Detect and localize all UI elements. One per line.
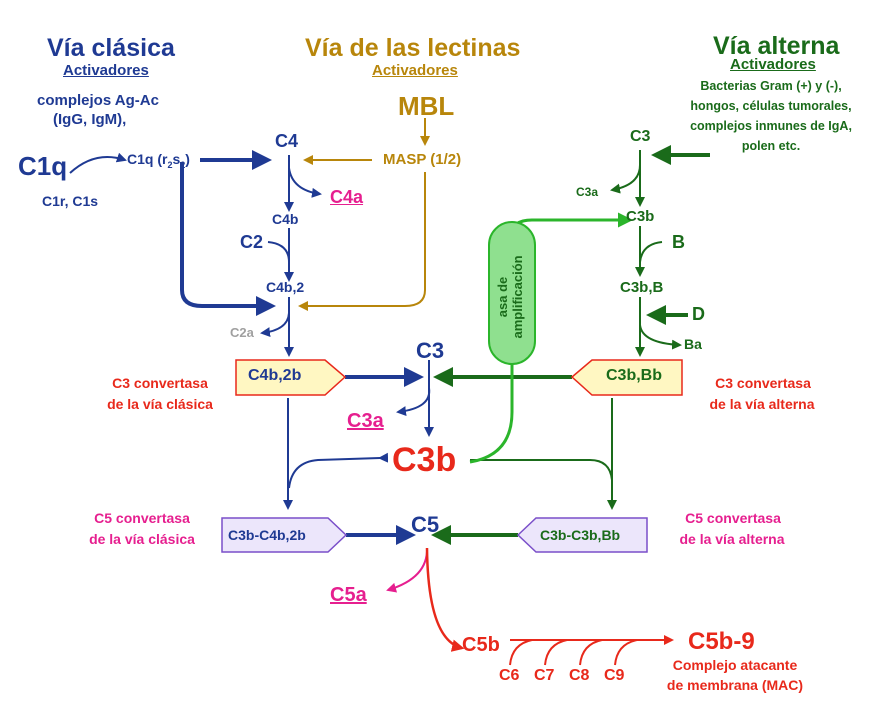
alternative-c5-convertase-line1: C5 convertasa: [685, 510, 781, 526]
classical-c3-convertase-line2: de la vía clásica: [107, 396, 213, 412]
c3a-release-arrow: [396, 387, 431, 417]
alternative-title: Vía alterna: [713, 32, 840, 60]
classical-c3-convertase-label: C4b,2b: [248, 367, 302, 384]
c8-join-arc: [579, 639, 603, 666]
alternative-activators-line3: complejos inmunes de IgA,: [690, 119, 852, 133]
c1q-complex-mid: s: [172, 151, 181, 167]
c3b-to-classical-c5-arrow: [288, 452, 389, 489]
c2-label: C2: [240, 232, 264, 252]
c2a-label: C2a: [230, 325, 254, 340]
c1q-activation-arrow: [69, 152, 127, 174]
ba-label: Ba: [684, 336, 702, 352]
alt-c3b-label: C3b: [626, 208, 655, 225]
c6-join-arc: [509, 639, 533, 666]
c4b2-label: C4b,2: [266, 279, 305, 295]
c6-label: C6: [499, 667, 520, 684]
c8-label: C8: [569, 667, 590, 684]
alternative-c5-convertase-box: [516, 517, 648, 553]
c3a-label: C3a: [347, 410, 384, 432]
c2-join-arrow: [267, 241, 290, 263]
alternative-c3-convertase-line2: de la vía alterna: [709, 396, 815, 412]
alternative-c3-convertase-box: [570, 359, 683, 396]
mbl-label: MBL: [398, 91, 455, 121]
c3bb-label: C3b,B: [620, 279, 664, 296]
alternative-c3-convertase-line1: C3 convertasa: [715, 375, 811, 391]
classical-activators-line2: (IgG, IgM),: [53, 111, 127, 128]
alt-c3-label: C3: [630, 128, 651, 145]
classical-activators-label: Activadores: [63, 62, 149, 79]
classical-c3-convertase-line1: C3 convertasa: [112, 375, 208, 391]
factor-b-join-arrow: [639, 241, 663, 263]
c9-label: C9: [604, 667, 625, 684]
classical-c5-convertase-line2: de la vía clásica: [89, 531, 195, 547]
c9-join-arc: [614, 639, 638, 666]
factor-b-label: B: [672, 232, 685, 252]
alt-c3a-release-arrow: [610, 164, 641, 194]
alternative-c5-convertase-label: C3b-C3b,Bb: [540, 527, 621, 543]
c5a-release-arrow: [386, 547, 429, 593]
alt-c3a-label: C3a: [576, 185, 599, 199]
c5a-label: C5a: [330, 584, 367, 606]
c1q-complex-main: C1q (r: [127, 151, 168, 167]
c5b-label: C5b: [462, 634, 500, 656]
c5-label: C5: [411, 512, 440, 537]
lectin-title: Vía de las lectinas: [305, 34, 521, 62]
c1q-to-convertase-arrow: [180, 162, 276, 316]
classical-activators-line1: complejos Ag-Ac: [37, 92, 159, 109]
masp-label: MASP (1/2): [383, 151, 462, 168]
c7-label: C7: [534, 667, 555, 684]
classical-title: Vía clásica: [47, 34, 175, 62]
alternative-activators-line1: Bacterias Gram (+) y (-),: [700, 79, 842, 93]
c1q-label: C1q: [18, 151, 68, 181]
c4-label: C4: [275, 131, 299, 151]
c1q-complex-label: C1q (r2s2): [127, 151, 190, 170]
c7-join-arc: [544, 639, 568, 666]
c3b-to-alternative-c5-arrow: [470, 459, 613, 481]
c1q-sub-r: 2: [167, 159, 173, 170]
mac-line2: de membrana (MAC): [666, 677, 804, 693]
alternative-activators-label: Activadores: [730, 56, 816, 73]
alternative-activators-line4: polen etc.: [741, 139, 801, 153]
classical-c3-convertase-box: [235, 359, 347, 396]
c5-to-c5b-arrow: [425, 547, 465, 652]
classical-c5-convertase-box: [221, 517, 348, 553]
masp-to-convertase-arrow: [298, 172, 426, 311]
c5b9-label: C5b-9: [688, 628, 755, 655]
c4a-release-arrow: [288, 167, 322, 198]
amplification-loop-capsule: [488, 221, 536, 365]
lectin-activators-label: Activadores: [372, 62, 458, 79]
c3b-label: C3b: [392, 441, 457, 479]
ba-release-arrow: [639, 324, 682, 350]
mac-line1: Complejo atacante: [672, 657, 798, 673]
c1r-c1s-label: C1r, C1s: [42, 193, 99, 209]
alternative-c3-convertase-label: C3b,Bb: [606, 367, 662, 384]
amplification-line2: amplificación: [510, 255, 525, 339]
c2a-release-arrow: [260, 312, 290, 338]
factor-d-label: D: [692, 304, 705, 324]
alternative-c5-convertase-line2: de la vía alterna: [679, 531, 785, 547]
alternative-activators-line2: hongos, células tumorales,: [690, 99, 852, 113]
c1q-complex-close: ): [185, 151, 190, 167]
amplification-line1: asa de: [495, 276, 511, 318]
c1q-sub-s: 2: [180, 159, 186, 170]
classical-c5-convertase-label: C3b-C4b,2b: [228, 527, 306, 543]
classical-c5-convertase-line1: C5 convertasa: [94, 510, 190, 526]
c4b-label: C4b: [272, 211, 299, 227]
c3-label: C3: [416, 338, 445, 363]
c4a-label: C4a: [330, 187, 364, 207]
